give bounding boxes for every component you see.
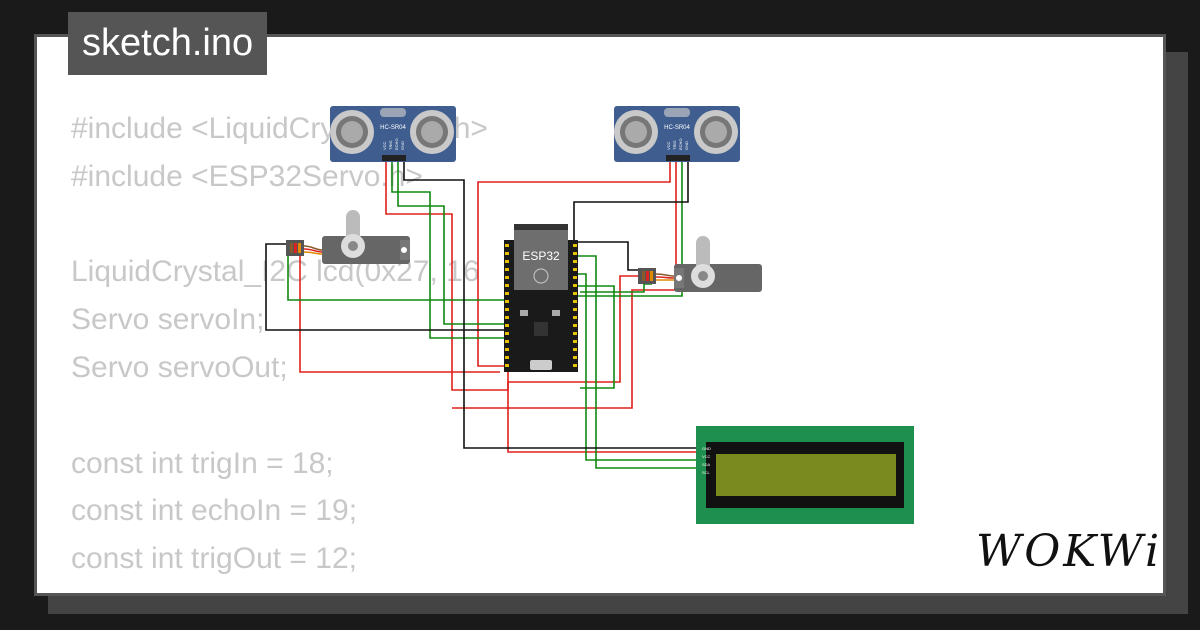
sensor-right-pin-label: VCC [666,141,671,150]
esp32-label: ESP32 [522,249,560,263]
code-line: const int trigIn = 18; [71,446,334,480]
code-line: const int echoOut = 13; [71,583,488,593]
esp32-board[interactable]: ESP32 [504,224,578,372]
code-line: Servo servoIn; [71,303,265,337]
espressif-logo-icon [533,268,549,284]
sensor-right-pin-label: GND [684,141,689,150]
sensor-right-pin-label: ECHO [678,138,683,150]
code-line: #include <ESP32Servo.h> [71,159,423,193]
svg-text:SCL: SCL [702,470,711,475]
sensor-right-pin-label: TRIG [672,140,677,150]
svg-text:GND: GND [702,446,711,451]
wires [265,162,700,469]
ultrasonic-sensor-left[interactable]: HC-SR04 VCC TRIG ECHO GND [330,106,456,162]
lcd-pin-labels: GND VCC SDA SCL [702,446,711,475]
usb-port-icon [530,360,552,370]
servo-left[interactable] [286,210,410,264]
sketch-file-title: sketch.ino [68,12,268,75]
code-line: const int echoIn = 19; [71,494,358,528]
ultrasonic-sensor-right[interactable]: HC-SR04 VCC TRIG ECHO GND [614,106,740,162]
svg-text:SDA: SDA [702,462,711,467]
sensor-right-label: HC-SR04 [664,125,690,131]
esp32-pin-headers [505,244,577,367]
sensor-left-pin-label: VCC [382,141,387,150]
code-line: Servo servoOut; [71,350,288,384]
wokwi-logo: WOKWi [976,526,1163,577]
sensor-left-pin-label: ECHO [394,138,399,150]
sensor-left-pin-label: GND [400,141,405,150]
sensor-left-label: HC-SR04 [380,125,406,131]
lcd-display[interactable]: GND VCC SDA SCL [696,426,914,524]
servo-right[interactable] [638,236,762,292]
code-line: const int trigOut = 12; [71,542,357,576]
svg-text:VCC: VCC [702,454,711,459]
sensor-left-pin-label: TRIG [388,140,393,150]
